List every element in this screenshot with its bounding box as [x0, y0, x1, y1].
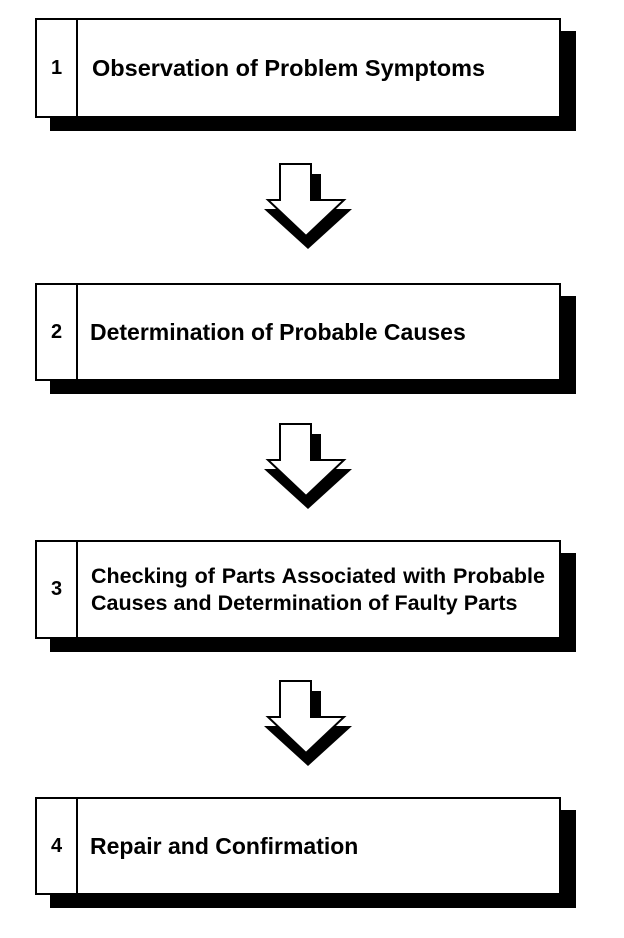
down-arrow-icon [264, 680, 352, 766]
step-4-number: 4 [37, 799, 78, 893]
step-4-text: Repair and Confirmation [90, 833, 359, 859]
step-1-text: Observation of Problem Symptoms [92, 55, 486, 81]
step-3-text: Checking of Parts Associated with Probab… [91, 563, 545, 615]
step-3-number: 3 [37, 542, 78, 637]
step-1-box: 1 Observation of Problem Symptoms [35, 18, 561, 118]
down-arrow-icon [264, 423, 352, 509]
step-2-box: 2 Determination of Probable Causes [35, 283, 561, 381]
step-4-box: 4 Repair and Confirmation [35, 797, 561, 895]
step-2-number: 2 [37, 285, 78, 379]
step-2-text: Determination of Probable Causes [90, 319, 466, 345]
step-1-number: 1 [37, 20, 78, 116]
down-arrow-icon [264, 163, 352, 249]
step-3-box: 3 Checking of Parts Associated with Prob… [35, 540, 561, 639]
